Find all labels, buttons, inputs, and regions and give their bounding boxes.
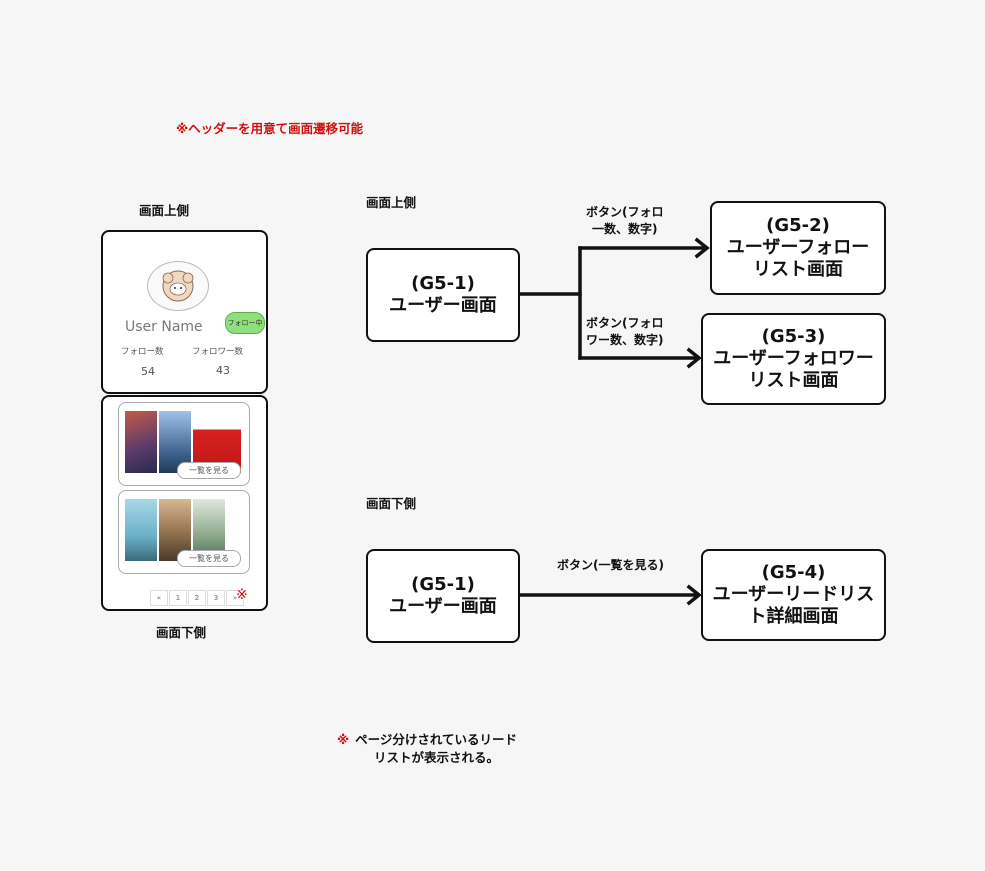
node-g5-3: (G5-3) ユーザーフォロワー リスト画面: [701, 313, 886, 405]
node-id: (G5-3): [761, 326, 826, 347]
sheep-avatar-icon: [162, 270, 194, 302]
node-name-line1: ユーザーフォロー: [726, 237, 870, 258]
avatar: [147, 261, 209, 311]
page-1[interactable]: 1: [169, 590, 187, 606]
footnote: ※ ページ分けされているリード リストが表示される。: [337, 731, 517, 767]
node-name-line1: ユーザーフォロワー: [713, 348, 874, 369]
header-note: ※ヘッダーを用意て画面遷移可能: [176, 121, 364, 136]
view-all-button[interactable]: 一覧を見る: [177, 462, 241, 479]
node-g5-1-top: (G5-1) ユーザー画面: [366, 248, 520, 342]
follower-count-label[interactable]: フォロワー数: [192, 347, 244, 357]
node-id: (G5-2): [766, 215, 830, 236]
mockup-profile-panel: User Name フォロー中 フォロー数 フォロワー数 54 43: [101, 230, 268, 394]
edge-label-line1: ボタン(フォロ: [586, 316, 664, 330]
footnote-mark: ※: [337, 732, 350, 747]
book-cover: [125, 411, 157, 473]
follow-count[interactable]: 54: [141, 365, 155, 378]
user-name: User Name: [125, 319, 203, 335]
edge-label-line1: ボタン(フォロ: [586, 205, 664, 219]
diagram-bottom-label: 画面下側: [366, 496, 417, 511]
edge-label-line2: 一数、数字): [592, 222, 658, 236]
book-cover: [125, 499, 157, 561]
node-name: ユーザー画面: [389, 295, 497, 316]
footnote-line2: リストが表示される。: [374, 750, 500, 765]
read-list-card: 一覧を見る: [118, 402, 250, 486]
edge-label-line2: ワー数、数字): [586, 333, 664, 347]
follow-button[interactable]: フォロー中: [225, 312, 265, 334]
page-prev[interactable]: «: [150, 590, 168, 606]
view-all-button[interactable]: 一覧を見る: [177, 550, 241, 567]
page-next[interactable]: »: [226, 590, 244, 606]
node-name: ユーザー画面: [389, 596, 497, 617]
node-name-line2: リスト画面: [748, 370, 839, 391]
node-g5-4: (G5-4) ユーザーリードリス ト詳細画面: [701, 549, 886, 641]
page-2[interactable]: 2: [188, 590, 206, 606]
mockup-readlist-panel: 一覧を見る 一覧を見る « 1 2 3 » ※: [101, 395, 268, 611]
node-id: (G5-4): [761, 562, 826, 583]
arrowhead-g5-4: [686, 584, 702, 606]
footnote-line1: ページ分けされているリード: [355, 732, 518, 747]
node-g5-1-bottom: (G5-1) ユーザー画面: [366, 549, 520, 643]
mockup-top-label: 画面上側: [139, 203, 190, 218]
edge-label-follower: ボタン(フォロ ワー数、数字): [586, 315, 664, 349]
pagination: « 1 2 3 »: [149, 590, 244, 606]
page-3[interactable]: 3: [207, 590, 225, 606]
edge-label-follow: ボタン(フォロ 一数、数字): [586, 204, 664, 238]
arrowhead-g5-2: [694, 237, 710, 259]
edge-label-view-all: ボタン(一覧を見る): [557, 558, 664, 572]
node-g5-2: (G5-2) ユーザーフォロー リスト画面: [710, 201, 886, 295]
read-list-card: 一覧を見る: [118, 490, 250, 574]
mockup-bottom-label: 画面下側: [156, 625, 207, 640]
node-name-line2: ト詳細画面: [748, 606, 839, 627]
node-name-line2: リスト画面: [753, 259, 843, 280]
follower-count[interactable]: 43: [216, 364, 230, 377]
pagination-note-mark: ※: [236, 587, 248, 603]
node-name-line1: ユーザーリードリス: [712, 584, 875, 605]
diagram-top-label: 画面上側: [366, 195, 417, 210]
follow-count-label[interactable]: フォロー数: [121, 347, 164, 357]
arrowhead-g5-3: [686, 347, 702, 369]
node-id: (G5-1): [411, 273, 475, 294]
node-id: (G5-1): [411, 574, 475, 595]
